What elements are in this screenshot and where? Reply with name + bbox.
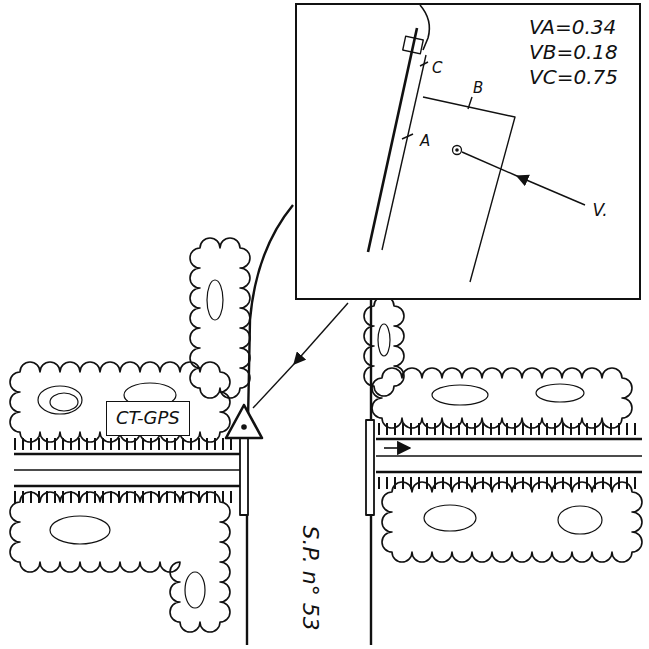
bush xyxy=(10,362,230,442)
leader-line xyxy=(253,364,294,408)
point-letter: C xyxy=(432,60,442,77)
station-name: CT-GPS xyxy=(116,408,180,429)
point-letter: A xyxy=(420,133,430,150)
station-triangle xyxy=(226,405,262,438)
point-letter: B xyxy=(473,80,483,97)
ditch xyxy=(14,444,240,497)
measured-value: VA=0.34 xyxy=(529,15,618,40)
bush xyxy=(190,238,250,398)
bush xyxy=(10,492,230,632)
measured-value: VC=0.75 xyxy=(529,65,618,90)
bush xyxy=(372,368,632,428)
measured-value: VB=0.18 xyxy=(529,40,618,65)
leader-line xyxy=(294,303,348,364)
ditch xyxy=(376,429,642,483)
inset-ground xyxy=(295,3,641,300)
bush xyxy=(382,482,642,562)
road-name: S.P. n° 53 xyxy=(297,526,321,631)
point-letter: V. xyxy=(593,201,608,220)
station-dot xyxy=(242,425,246,429)
station-label-box: CT-GPS xyxy=(106,401,190,436)
inset-frame: VA=0.34VB=0.18VC=0.75 xyxy=(295,3,641,300)
value-list: VA=0.34VB=0.18VC=0.75 xyxy=(529,15,618,90)
